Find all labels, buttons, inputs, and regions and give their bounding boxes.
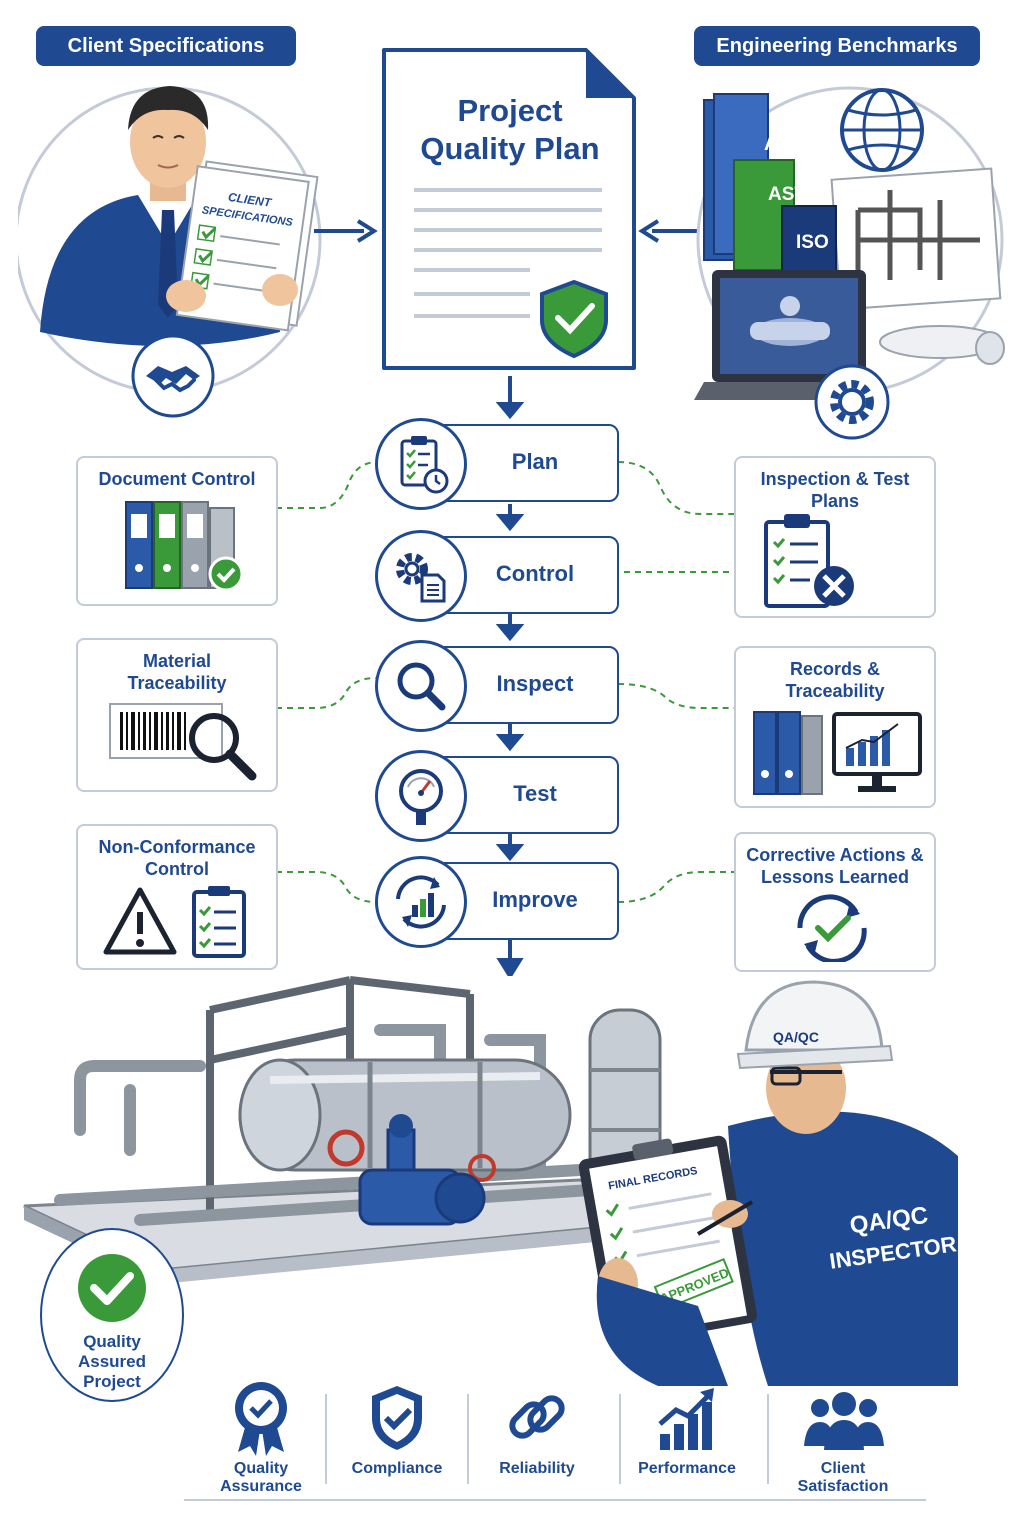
benefit-compliance: Compliance <box>351 1460 443 1477</box>
process-skid-illustration <box>23 976 721 1284</box>
panel-material-traceability: Material Traceability <box>76 638 278 792</box>
panel-corrective-actions-title: Corrective Actions & Lessons Learned <box>746 845 924 887</box>
panel-material-traceability-title: Material Traceability <box>127 651 227 693</box>
shield-check-icon <box>540 279 608 359</box>
benefit-reliability: Reliability <box>499 1460 575 1477</box>
arrow-benchmarks-to-plan <box>638 219 702 243</box>
gear-icon <box>830 380 874 424</box>
award-ribbon-icon <box>235 1382 287 1456</box>
clipboard-clock-icon <box>400 436 449 494</box>
quality-plan-line1: Project <box>457 93 563 128</box>
panel-records-traceability-title: Records & Traceability <box>785 659 885 701</box>
badge-line3: Project <box>83 1372 141 1391</box>
pressure-gauge-icon <box>399 769 443 825</box>
step-control: Control <box>375 530 619 622</box>
panel-non-conformance: Non-Conformance Control <box>76 824 278 970</box>
client-specifications-pill: Client Specifications <box>36 26 296 66</box>
panel-document-control-title: Document Control <box>98 469 256 489</box>
step-control-circle <box>375 530 467 622</box>
client-doc-line1: CLIENT <box>227 190 274 210</box>
checklist-tools-icon <box>764 514 854 608</box>
binders-check-icon <box>125 501 244 592</box>
quality-assured-project-badge: Quality Assured Project <box>40 1228 184 1402</box>
asme-label: ASME <box>764 133 822 155</box>
step-plan: Plan <box>375 418 619 510</box>
process-flow-arrows <box>496 376 524 976</box>
arrow-client-to-plan <box>314 219 378 243</box>
engineering-benchmarks-pill: Engineering Benchmarks <box>694 26 980 66</box>
chain-link-icon <box>509 1395 565 1439</box>
qa-qc-inspector-illustration: QA/QC INSPECTOR QA/QC FINAL RECORDS APPR… <box>578 980 958 1386</box>
step-test-circle <box>375 750 467 842</box>
barcode-magnifier-icon <box>109 703 257 781</box>
step-inspect-circle <box>375 640 467 732</box>
benefit-client-satisfaction: Client Satisfaction <box>797 1460 889 1495</box>
helmet-text: QA/QC <box>773 1029 819 1045</box>
step-improve-circle <box>375 856 467 948</box>
handshake-icon <box>146 366 200 393</box>
quality-plan-title: Project Quality Plan <box>384 92 636 168</box>
panel-inspection-test-plans: Inspection & Test Plans <box>734 456 936 618</box>
astm-label: ASTM <box>768 184 822 205</box>
globe-icon <box>840 88 924 172</box>
step-control-label: Control <box>495 561 575 586</box>
panel-corrective-actions: Corrective Actions & Lessons Learned <box>734 832 936 972</box>
dashed-connectors <box>276 461 734 903</box>
step-test-label: Test <box>513 781 557 806</box>
panel-non-conformance-title: Non-Conformance Control <box>98 837 256 879</box>
growth-chart-icon <box>658 1388 714 1450</box>
check-circle-icon <box>78 1254 146 1322</box>
iso-label: ISO <box>796 232 829 253</box>
step-plan-label: Plan <box>511 449 559 474</box>
panel-document-control: Document Control <box>76 456 278 606</box>
step-improve: Improve <box>375 856 619 948</box>
quality-plan-document <box>382 48 636 370</box>
badge-line2: Assured <box>77 1352 147 1371</box>
step-test: Test <box>375 750 619 842</box>
gear-document-icon <box>396 553 446 603</box>
iso-book <box>781 205 837 283</box>
people-group-icon <box>804 1392 884 1450</box>
cycle-check-icon <box>797 894 867 962</box>
red-valve-wheel <box>327 1129 365 1167</box>
cycle-chart-icon <box>396 875 446 929</box>
step-inspect-label: Inspect <box>496 671 574 696</box>
benefit-quality-assurance: Quality Assurance <box>220 1460 302 1495</box>
panel-inspection-test-plans-title: Inspection & Test Plans <box>760 469 910 511</box>
step-plan-circle <box>375 418 467 510</box>
binders-monitor-icon <box>753 711 922 795</box>
quality-plan-line2: Quality Plan <box>420 131 600 166</box>
shield-check-icon <box>372 1386 422 1450</box>
warning-checklist-icon <box>103 886 246 958</box>
client-reviewing-specs-illustration: CLIENT SPECIFICATIONS <box>18 86 322 418</box>
step-inspect: Inspect <box>375 640 619 732</box>
panel-records-traceability: Records & Traceability <box>734 646 936 808</box>
engineering-benchmarks-illustration: ASME ASTM ISO <box>694 86 1005 440</box>
benefits-dividers <box>184 1394 926 1501</box>
badge-line1: Quality <box>83 1332 141 1351</box>
magnifier-icon <box>397 662 446 711</box>
step-improve-label: Improve <box>492 887 578 912</box>
benefit-performance: Performance <box>638 1460 736 1477</box>
